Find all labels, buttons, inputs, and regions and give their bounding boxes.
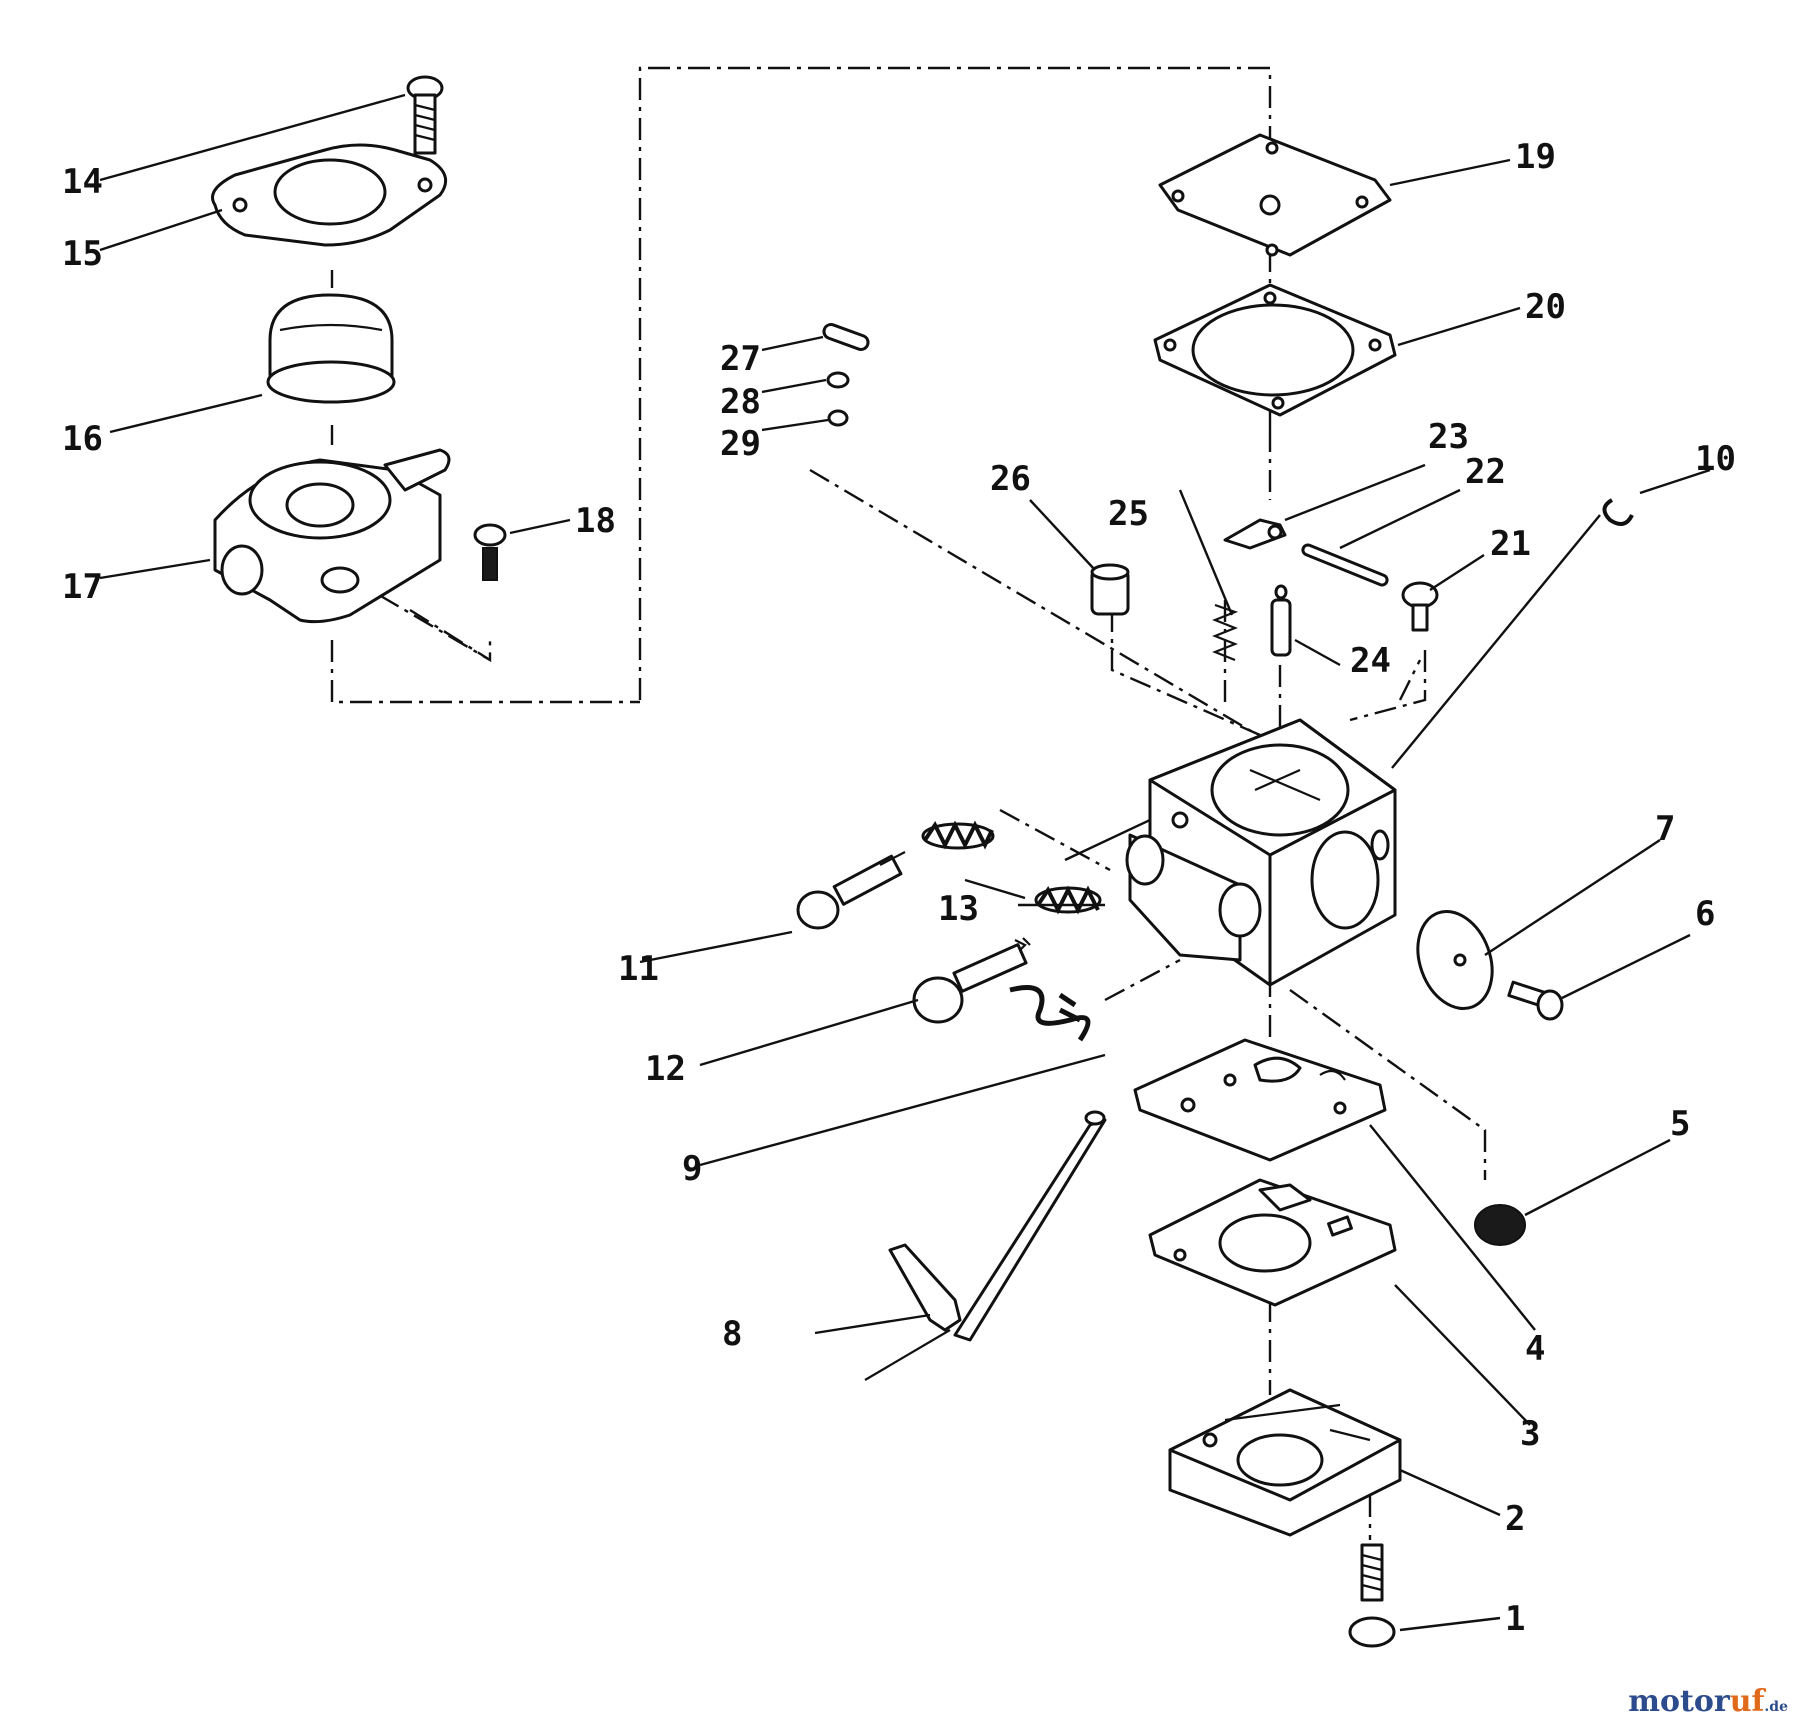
callout-25: 25 <box>1108 494 1149 534</box>
part-15-primer-flange <box>211 143 448 247</box>
part-26-plug <box>1090 563 1130 616</box>
callout-26: 26 <box>990 459 1031 499</box>
part-27-pin <box>822 323 870 351</box>
part-24-needle <box>1270 584 1292 657</box>
part-13-spring-upper <box>921 820 995 850</box>
carburetor-body <box>1125 718 1397 987</box>
callout-22: 22 <box>1465 452 1506 492</box>
part-20-gasket <box>1153 283 1397 417</box>
part-9-torsion-spring <box>1009 985 1091 1042</box>
callout-14: 14 <box>62 162 103 202</box>
part-21-screw <box>1401 581 1439 632</box>
callout-21: 21 <box>1490 524 1531 564</box>
callout-3: 3 <box>1520 1414 1540 1454</box>
part-23-lever <box>1223 518 1287 550</box>
part-19-diaphragm <box>1158 133 1392 257</box>
callout-29: 29 <box>720 424 761 464</box>
part-4-gasket <box>1133 1038 1387 1162</box>
part-2-cover <box>1168 1388 1402 1537</box>
callout-11: 11 <box>618 949 659 989</box>
part-1-screw <box>1348 1543 1396 1648</box>
watermark-name-part-2: uf <box>1729 1684 1765 1719</box>
callout-12: 12 <box>645 1049 686 1089</box>
callout-8: 8 <box>722 1314 742 1354</box>
callout-4: 4 <box>1525 1329 1545 1369</box>
watermark-name-part-1: motor <box>1628 1684 1730 1719</box>
callout-19: 19 <box>1515 137 1556 177</box>
part-13-spring-lower <box>1034 885 1102 915</box>
callout-6: 6 <box>1695 894 1715 934</box>
callout-28: 28 <box>720 382 761 422</box>
part-22-lever-pin <box>1301 543 1389 587</box>
part-3-gasket <box>1148 1178 1397 1307</box>
callout-20: 20 <box>1525 287 1566 327</box>
part-16-primer-bulb <box>266 293 396 404</box>
callout-2: 2 <box>1505 1499 1525 1539</box>
callout-27: 27 <box>720 339 761 379</box>
callout-5: 5 <box>1670 1104 1690 1144</box>
part-14-screw <box>406 75 444 155</box>
callout-7: 7 <box>1655 809 1675 849</box>
part-6-screw <box>1507 980 1564 1021</box>
callout-9: 9 <box>682 1149 702 1189</box>
callout-24: 24 <box>1350 641 1391 681</box>
callout-16: 16 <box>62 419 103 459</box>
callout-23: 23 <box>1428 417 1469 457</box>
part-17-pump-housing <box>213 448 451 624</box>
part-8-throttle-shaft <box>864 1110 1107 1381</box>
callout-labels: 1 2 3 4 5 6 7 8 9 10 11 12 13 14 15 16 1… <box>62 137 1736 1639</box>
leader-lines <box>99 93 1711 1632</box>
part-10-clip <box>1602 498 1634 526</box>
part-29-ball <box>827 409 849 427</box>
callout-1: 1 <box>1505 1599 1525 1639</box>
callout-15: 15 <box>62 234 103 274</box>
part-18-screw <box>473 523 507 581</box>
part-12-adjusting-screw <box>912 937 1031 1024</box>
callout-10: 10 <box>1695 439 1736 479</box>
watermark-suffix: .de <box>1764 1699 1788 1715</box>
callout-17: 17 <box>62 567 103 607</box>
part-5-cap <box>1474 1204 1526 1246</box>
callout-18: 18 <box>575 501 616 541</box>
callout-13: 13 <box>938 889 979 929</box>
watermark-logo: motoruf.de <box>1628 1684 1788 1719</box>
part-11-needle-screw <box>796 851 906 930</box>
part-28-washer <box>826 371 850 389</box>
part-7-plate <box>1416 910 1494 1010</box>
